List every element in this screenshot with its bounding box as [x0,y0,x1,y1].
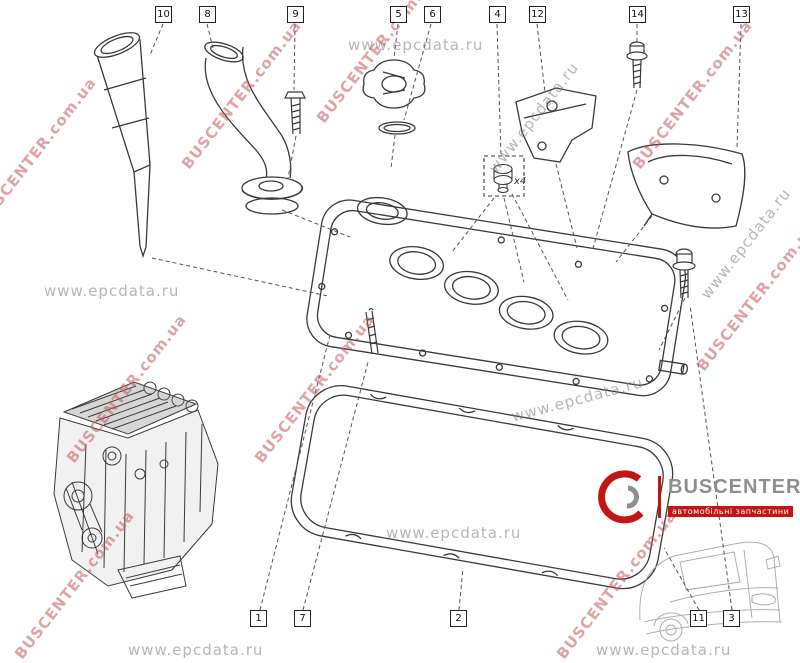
buscenter-logo-icon [598,470,644,524]
logo-name: BUSCENTER [668,476,800,498]
part-stud[interactable] [365,307,379,355]
buscenter-logo-text: BUSCENTER автомобільні запчастини [658,476,800,518]
callout-11[interactable]: 11 [690,610,707,627]
part-bolt-3[interactable] [672,248,696,299]
part-oil-cap[interactable] [362,59,426,109]
callout-7[interactable]: 7 [294,610,311,627]
part-bracket[interactable] [515,87,597,163]
callout-1[interactable]: 1 [250,610,267,627]
part-gasket[interactable] [286,380,679,594]
buscenter-logo: BUSCENTER автомобільні запчастини [598,470,800,524]
engine-illustration [53,381,219,599]
callout-4[interactable]: 4 [489,6,506,23]
part-plug-seal[interactable] [483,155,525,197]
callout-10[interactable]: 10 [155,6,172,23]
callout-8[interactable]: 8 [199,6,216,23]
part-filler-pipe[interactable] [203,38,304,215]
logo-tagline: автомобільні запчастини [668,506,794,517]
quantity-annotation: x4 [514,176,527,187]
callout-9[interactable]: 9 [287,6,304,23]
callout-14[interactable]: 14 [629,6,646,23]
leader-lines [149,23,742,611]
part-heat-shield[interactable] [627,143,746,229]
part-o-ring[interactable] [378,121,416,135]
callout-5[interactable]: 5 [390,6,407,23]
part-valve-cover[interactable] [303,189,707,402]
callout-6[interactable]: 6 [424,6,441,23]
part-bolt-14[interactable] [626,41,648,89]
callout-13[interactable]: 13 [733,6,750,23]
callout-12[interactable]: 12 [529,6,546,23]
part-bolt-9[interactable] [284,91,306,135]
callout-2[interactable]: 2 [450,610,467,627]
part-funnel-tube[interactable] [91,28,151,259]
callout-3[interactable]: 3 [723,610,740,627]
van-sketch [639,541,783,642]
